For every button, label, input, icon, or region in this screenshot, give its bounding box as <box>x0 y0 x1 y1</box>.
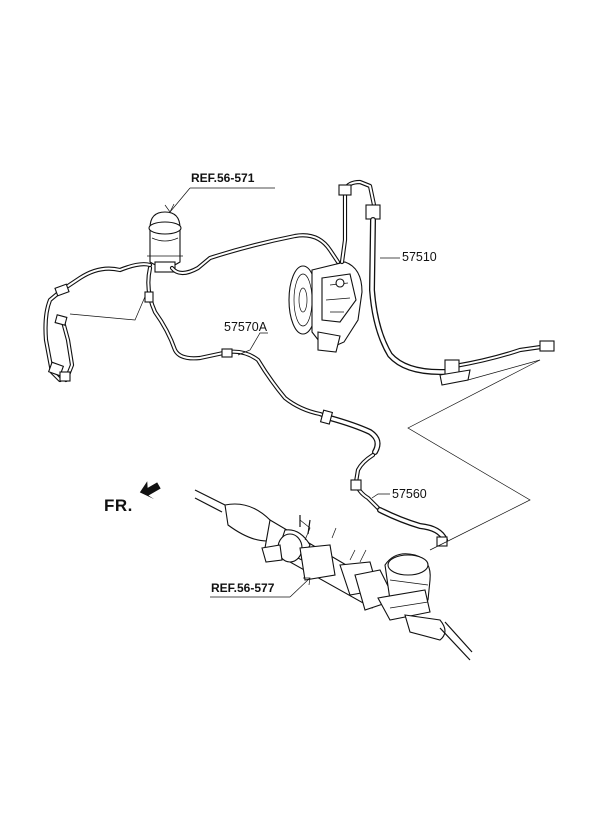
ref-gear-label: REF.56-577 <box>211 581 275 595</box>
ref-reservoir-label: REF.56-571 <box>191 171 255 185</box>
cooler-tube-loop <box>43 262 153 383</box>
ref-gear-leader <box>289 577 311 598</box>
front-arrow-icon <box>139 481 161 500</box>
leader-a <box>467 359 541 381</box>
part-number-57570a: 57570A <box>224 320 268 334</box>
reservoir <box>147 211 183 273</box>
ref-gear-arrow <box>303 577 311 586</box>
pressure-hose-57510 <box>338 179 555 386</box>
ref-reservoir-leader <box>169 187 191 213</box>
ref-reservoir-arrow <box>164 203 175 213</box>
leader-b <box>407 359 541 551</box>
cooler-leader <box>69 284 151 321</box>
part-number-57560: 57560 <box>392 487 427 501</box>
return-tube-57570a <box>144 265 381 455</box>
leader-57570a <box>237 332 268 356</box>
steering-gear <box>194 489 473 661</box>
part-number-57510: 57510 <box>402 250 437 264</box>
front-indicator-label: FR. <box>104 496 133 515</box>
power-steering-pump <box>288 261 363 353</box>
leader-57560 <box>371 493 390 499</box>
reservoir-to-pump-hose <box>169 233 341 276</box>
hose-57560 <box>350 452 448 547</box>
